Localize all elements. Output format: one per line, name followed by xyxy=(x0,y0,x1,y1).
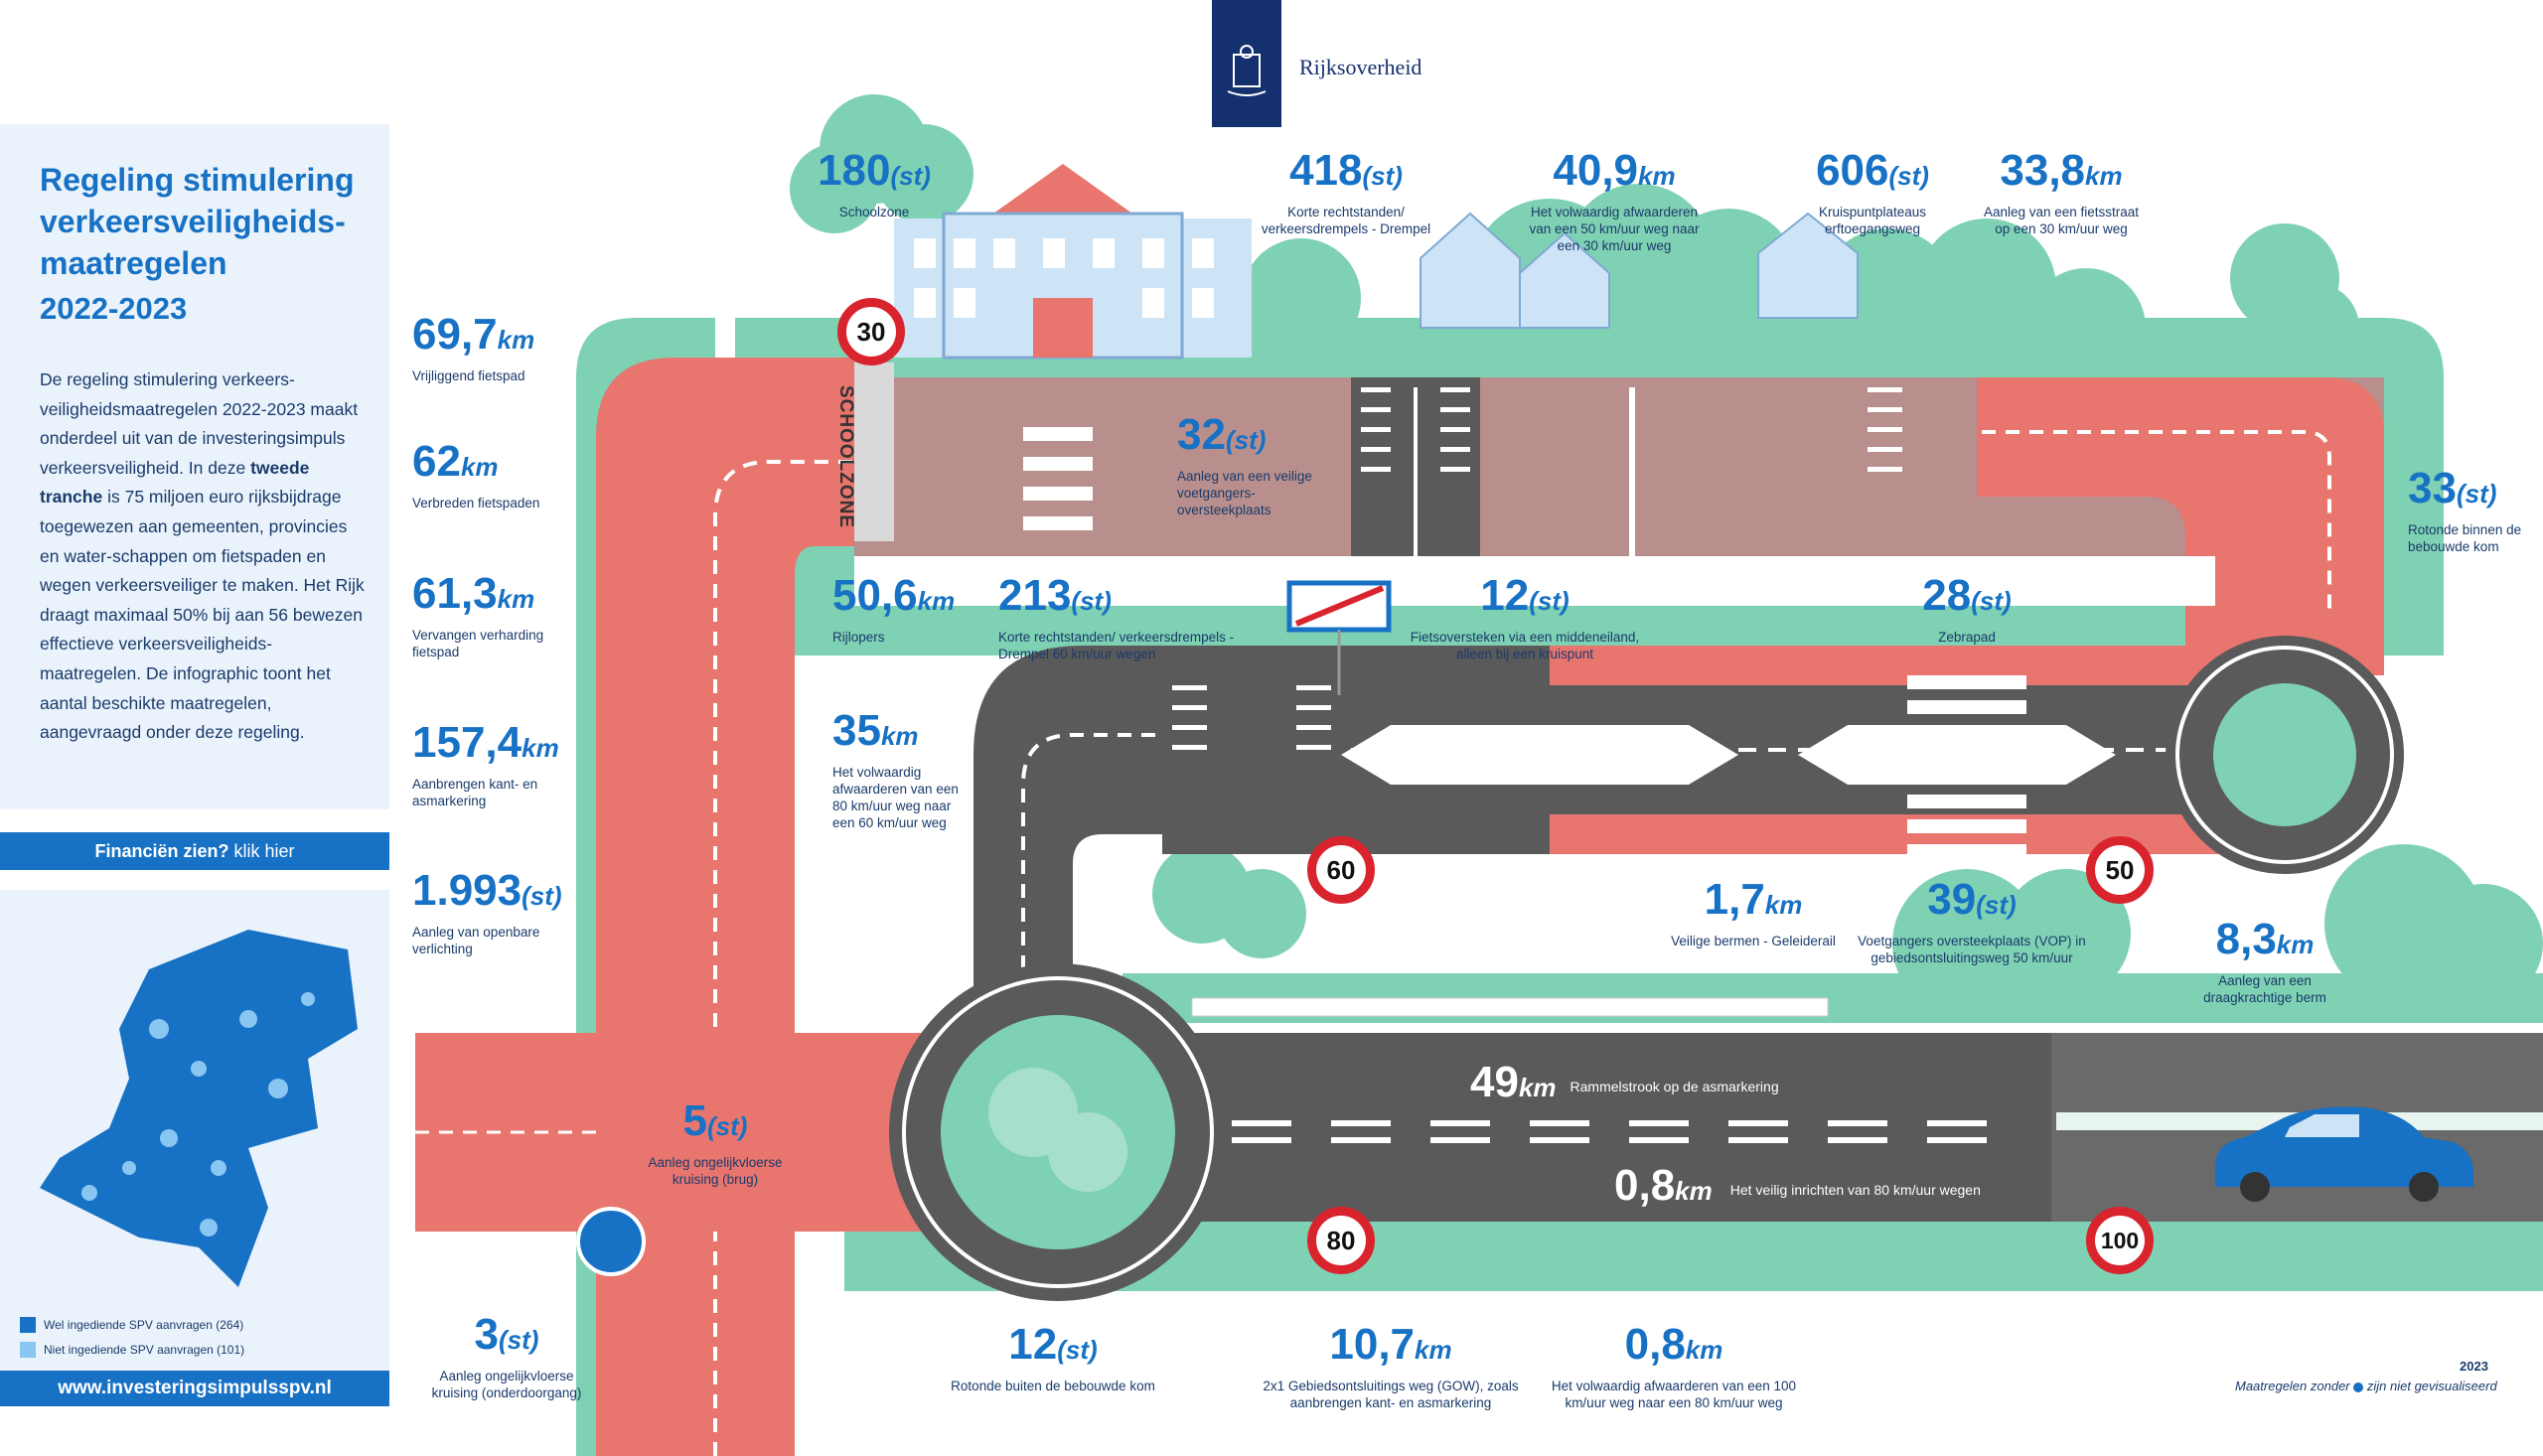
stat-fietsoversteek-middeneiland: 12(st)Fietsoversteken via een middeneila… xyxy=(1410,571,1640,662)
zebra-middle xyxy=(1907,675,2026,858)
stat-schoolzone: 180(st)Schoolzone xyxy=(818,146,931,220)
stat-openbare-verlichting: 1.993(st)Aanleg van openbare verlichting xyxy=(412,866,562,957)
speed-sign-60: 60 xyxy=(1307,836,1375,904)
road-curve xyxy=(973,646,1162,993)
stat-drempel-60: 213(st)Korte rechtstanden/ verkeersdremp… xyxy=(998,571,1235,662)
netherlands-map: Wel ingediende SPV aanvragen (264) Niet … xyxy=(0,890,389,1371)
intro-panel xyxy=(0,124,389,809)
finance-link-button[interactable]: Financiën zien? klik hier xyxy=(0,832,389,870)
stat-onderdoorgang: 3(st)Aanleg ongelijkvloerse kruising (on… xyxy=(431,1310,582,1401)
stat-kruispuntplateaus: 606(st)Kruispuntplateaus erftoegangsweg xyxy=(1816,146,1929,237)
page-years: 2022-2023 xyxy=(40,291,188,326)
intro-text: De regeling stimulering verkeers-veiligh… xyxy=(40,369,365,743)
pavement-band xyxy=(854,556,2215,606)
bike-path-left xyxy=(596,358,854,1456)
stat-zebrapad: 28(st)Zebrapad xyxy=(1922,571,2012,646)
website-link[interactable]: www.investeringsimpulsspv.nl xyxy=(0,1371,389,1406)
footer-year: 2023 xyxy=(2460,1359,2488,1374)
footer-note: Maatregelen zonder zijn niet gevisualise… xyxy=(2235,1379,2497,1393)
blue-dot-icon xyxy=(2353,1382,2364,1392)
stat-vop: 39(st)Voetgangers oversteekplaats (VOP) … xyxy=(1858,875,2086,966)
speed-sign-80: 80 xyxy=(1307,1207,1375,1274)
stat-rotonde-buiten: 12(st)Rotonde buiten de bebouwde kom xyxy=(951,1320,1155,1394)
stat-voetgangersoversteekplaats: 32(st)Aanleg van een veilige voetgangers… xyxy=(1177,410,1312,518)
logo-text: Rijksoverheid xyxy=(1299,55,1422,79)
schoolzone-label: SCHOOLZONE xyxy=(835,385,856,529)
stat-drempel: 418(st)Korte rechtstanden/ verkeersdremp… xyxy=(1261,146,1431,237)
netherlands-map-icon xyxy=(40,930,358,1287)
page-title: Regeling stimulering verkeersveiligheids… xyxy=(40,162,355,281)
legend-not-submitted: Niet ingediende SPV aanvragen (101) xyxy=(20,1342,244,1358)
speed-sign-50: 50 xyxy=(2086,836,2154,904)
legend-submitted: Wel ingediende SPV aanvragen (264) xyxy=(20,1317,243,1333)
houses xyxy=(1420,212,1859,329)
school-building xyxy=(894,164,1252,360)
rijksoverheid-logo-emblem xyxy=(1212,0,1281,127)
car-illustration xyxy=(2215,1106,2473,1202)
bike-street-right xyxy=(1977,377,2384,675)
speed-sign-100: 100 xyxy=(2086,1207,2154,1274)
speed-sign-30: 30 xyxy=(837,298,905,365)
guardrail xyxy=(1191,997,1829,1017)
bicycle-sign xyxy=(576,1207,646,1276)
schoolzone-strip xyxy=(854,363,894,541)
stat-rotonde-binnen: 33(st)Rotonde binnen de bebouwde kom xyxy=(2408,464,2522,555)
stat-brug: 5(st)Aanleg ongelijkvloerse kruising (br… xyxy=(648,1096,783,1188)
zebra-school xyxy=(1023,427,1093,530)
crest-icon xyxy=(1227,45,1267,96)
